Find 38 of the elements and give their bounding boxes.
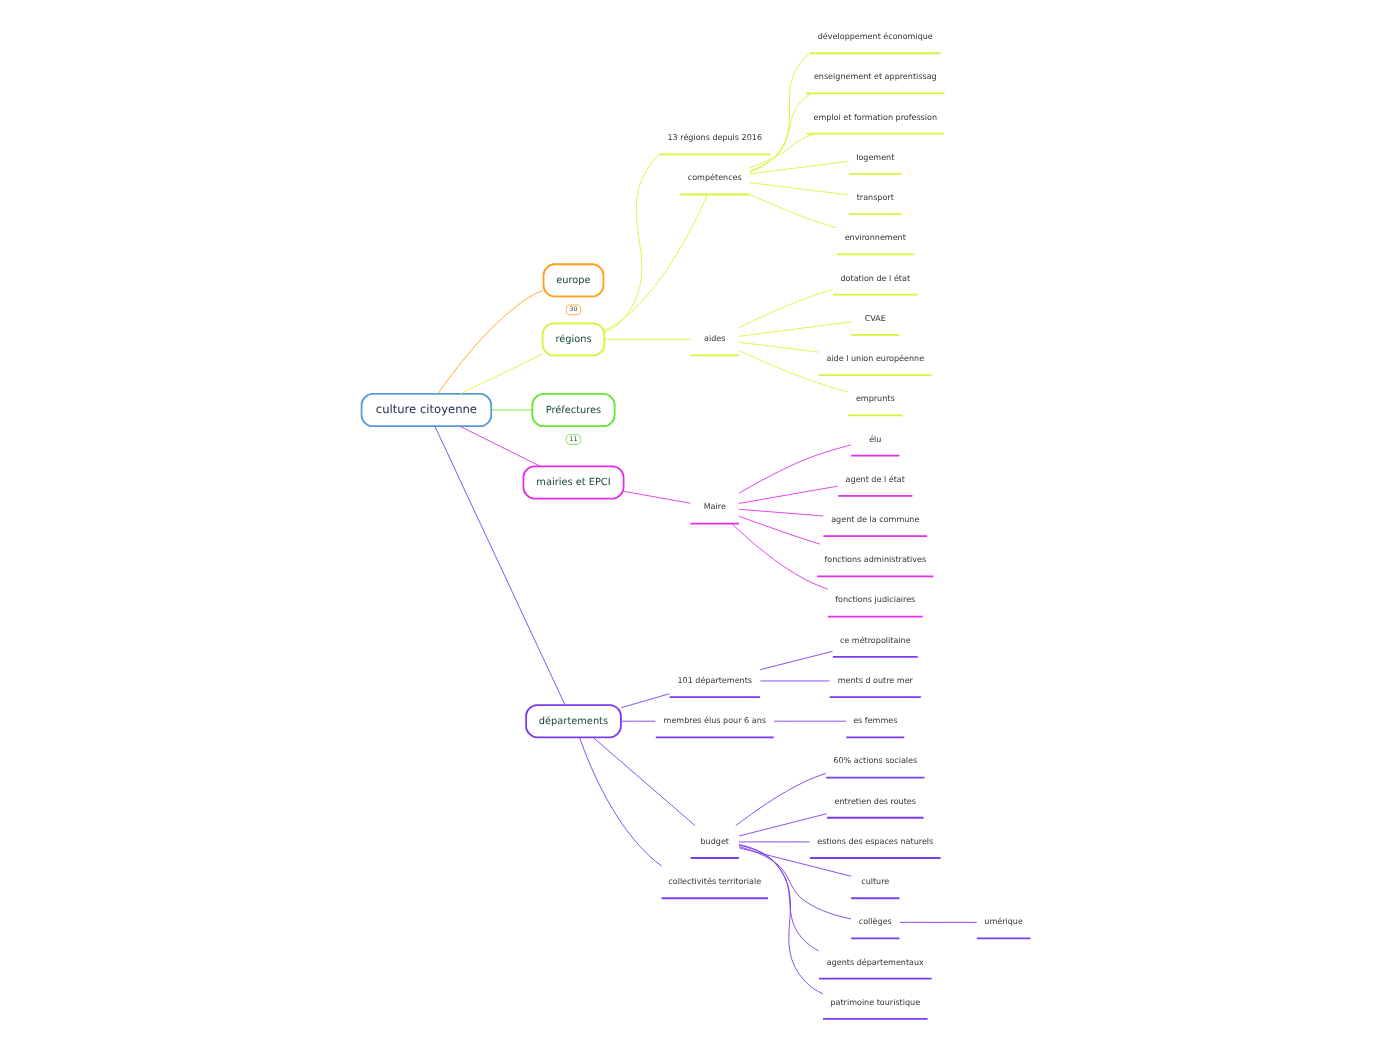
connector [748,182,850,196]
connector [437,289,544,395]
connector [899,921,978,923]
connector [759,650,833,671]
connector [735,772,827,827]
connector [748,133,815,169]
connector [773,720,847,722]
connector [738,321,852,337]
connector [738,846,852,920]
connector [731,523,829,590]
connector [620,693,670,709]
connector [620,720,656,722]
connector [738,508,824,517]
connector [460,353,544,395]
connector [603,194,708,331]
connector [738,289,833,329]
connector [738,841,811,843]
connector [738,515,821,545]
connector [749,193,837,229]
connector [738,341,820,353]
connector [459,425,541,467]
connector [604,154,660,333]
connector [604,338,692,340]
connector [491,409,533,411]
connector [749,52,811,173]
connector [579,736,663,867]
connector [738,350,849,393]
connector [738,485,839,504]
connector [592,737,696,827]
connector [738,844,820,952]
connector [738,844,824,995]
connector [738,444,852,494]
connector [623,490,691,504]
connector [748,93,812,172]
connector [434,425,566,706]
connector [738,847,852,877]
connector [748,160,850,175]
connector [738,813,828,837]
